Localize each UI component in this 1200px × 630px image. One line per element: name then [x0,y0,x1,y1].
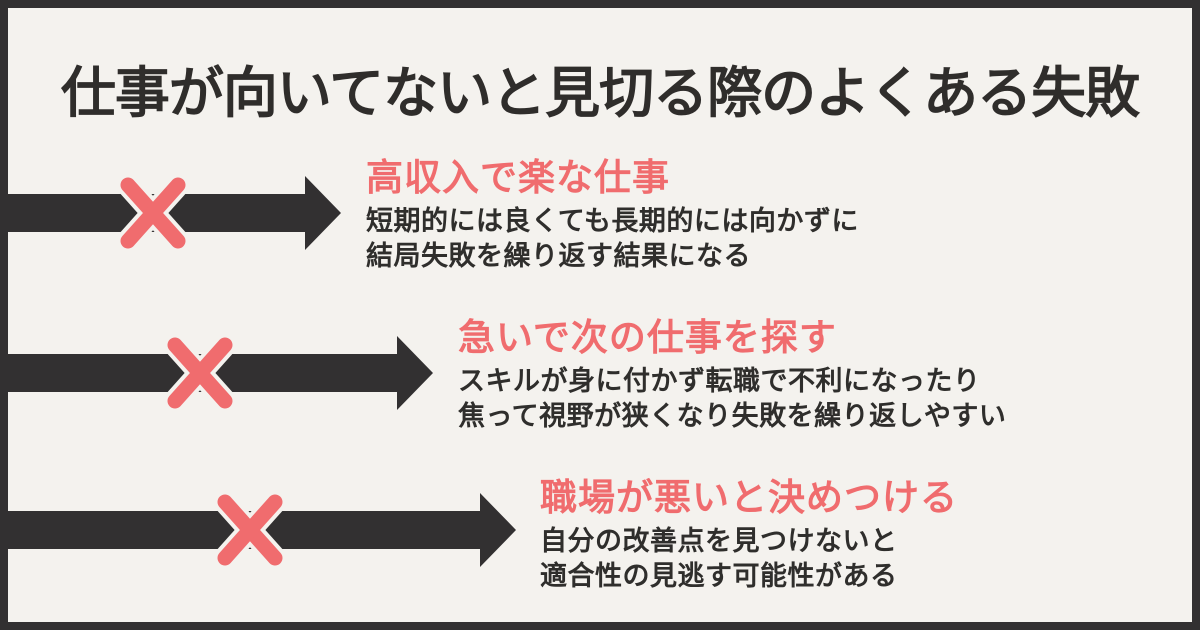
cross-x-icon [163,333,237,413]
page-title: 仕事が向いてないと見切る際のよくある失敗 [60,62,1140,124]
item-description: 短期的には良くても長期的には向かずに 結局失敗を繰り返す結果になる [366,204,859,274]
item-description: スキルが身に付かず転職で不利になったり 焦って視野が狭くなり失敗を繰り返しやすい [458,364,1006,434]
description-line: 適合性の見逃す可能性がある [540,561,898,591]
description-line: 自分の改善点を見つけないと [540,526,898,556]
item-text: 急いで次の仕事を探す スキルが身に付かず転職で不利になったり 焦って視野が狭くな… [458,316,1006,434]
description-line: 焦って視野が狭くなり失敗を繰り返しやすい [458,401,1007,431]
arrow-head-icon [480,493,516,567]
item-text: 職場が悪いと決めつける 自分の改善点を見つけないと 適合性の見逃す可能性がある [540,476,958,594]
item-text: 高収入で楽な仕事 短期的には良くても長期的には向かずに 結局失敗を繰り返す結果に… [366,156,859,274]
description-line: 短期的には良くても長期的には向かずに [366,206,859,236]
description-line: 結局失敗を繰り返す結果になる [366,241,751,271]
item-heading: 急いで次の仕事を探す [458,317,837,358]
item-heading: 職場が悪いと決めつける [540,477,958,518]
cross-x-icon [116,173,190,253]
item-description: 自分の改善点を見つけないと 適合性の見逃す可能性がある [540,524,958,594]
arrow-head-icon [397,336,433,410]
item-heading: 高収入で楽な仕事 [366,157,670,198]
cross-x-icon [213,490,287,570]
description-line: スキルが身に付かず転職で不利になったり [458,366,981,396]
arrow-head-icon [305,176,341,250]
